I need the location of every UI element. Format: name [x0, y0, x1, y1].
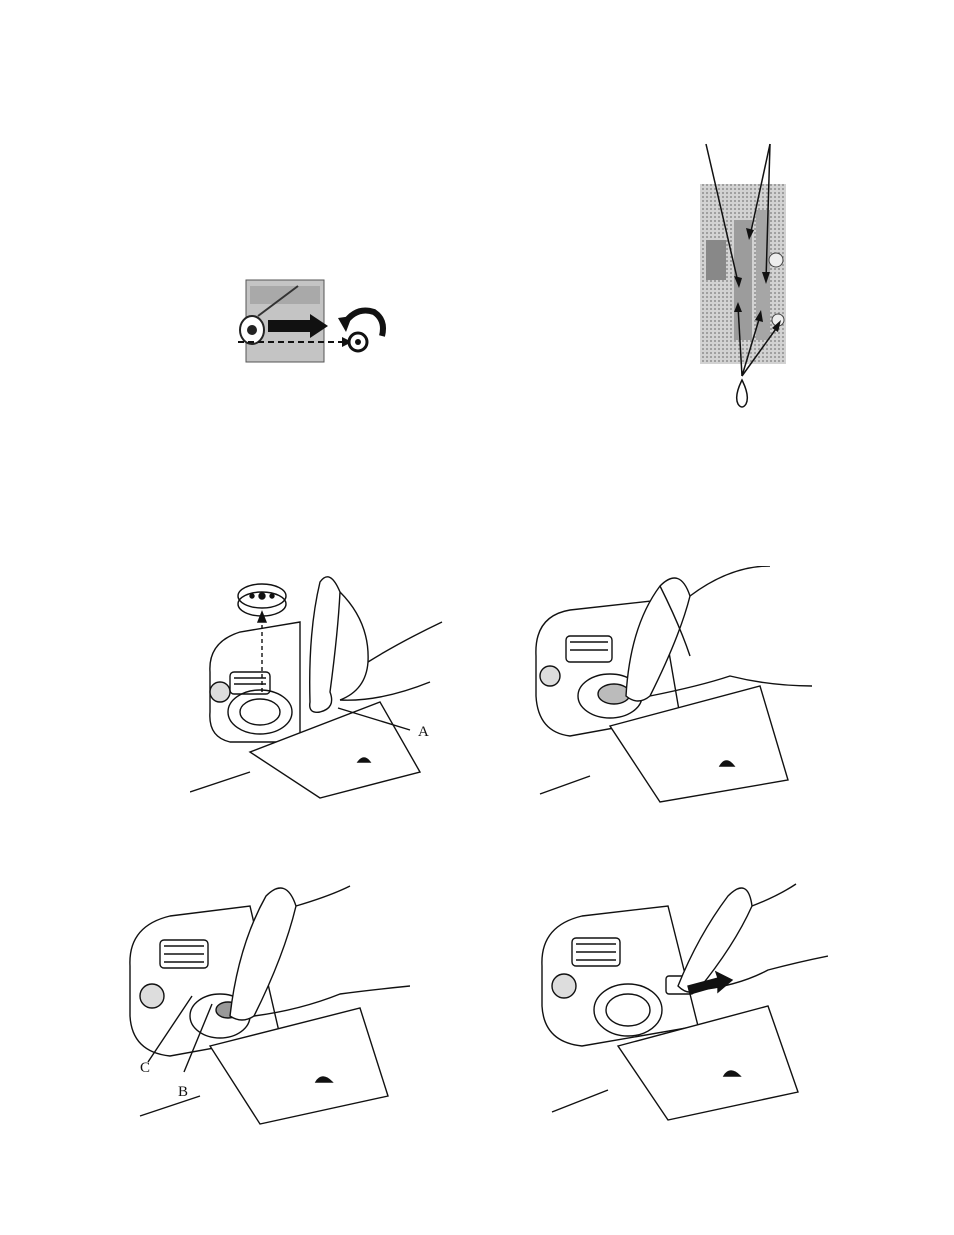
label-a: A	[418, 724, 429, 741]
label-b: B	[178, 1084, 188, 1101]
hook-cleaning-figure: C B	[120, 876, 410, 1126]
face-cover-removal-figure	[238, 278, 393, 364]
bobbin-case-removal-figure	[530, 566, 812, 806]
bobbin-removal-figure: A	[190, 572, 450, 802]
oiling-points-figure	[698, 140, 788, 412]
hook-reassembly-figure	[538, 876, 828, 1126]
label-c: C	[140, 1060, 150, 1077]
